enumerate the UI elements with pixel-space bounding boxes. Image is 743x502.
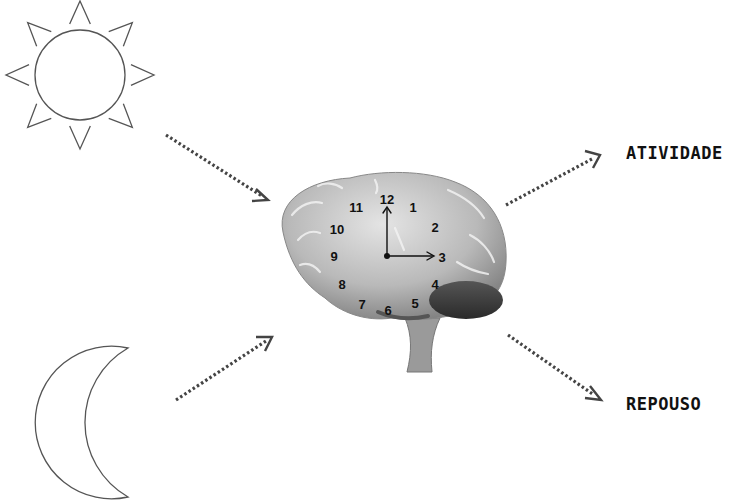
dotted-arrows bbox=[166, 135, 594, 400]
moon-icon bbox=[35, 346, 128, 499]
state-label: ATIVIDADE bbox=[626, 145, 723, 162]
clock-number: 2 bbox=[431, 221, 438, 234]
clock-number: 5 bbox=[411, 297, 418, 310]
clock-number: 8 bbox=[338, 278, 345, 291]
clock-number: 11 bbox=[349, 201, 363, 214]
sun-icon bbox=[6, 1, 154, 149]
arrow-heads bbox=[252, 151, 601, 400]
state-label: REPOUSO bbox=[626, 396, 701, 413]
sun-ray bbox=[131, 65, 154, 86]
clock-number: 4 bbox=[431, 278, 438, 291]
clock-number: 10 bbox=[330, 223, 344, 236]
clock-number: 9 bbox=[330, 250, 337, 263]
clock-number: 7 bbox=[358, 298, 365, 311]
clock-number: 1 bbox=[409, 201, 416, 214]
sun-ray bbox=[70, 126, 91, 149]
clock-number: 6 bbox=[384, 304, 391, 317]
sun-disc bbox=[35, 30, 125, 120]
sun-ray bbox=[70, 1, 91, 24]
clock-number: 12 bbox=[380, 193, 394, 206]
brain-illustration bbox=[282, 172, 506, 372]
clock-number: 3 bbox=[438, 251, 445, 264]
sun-ray bbox=[6, 65, 29, 86]
